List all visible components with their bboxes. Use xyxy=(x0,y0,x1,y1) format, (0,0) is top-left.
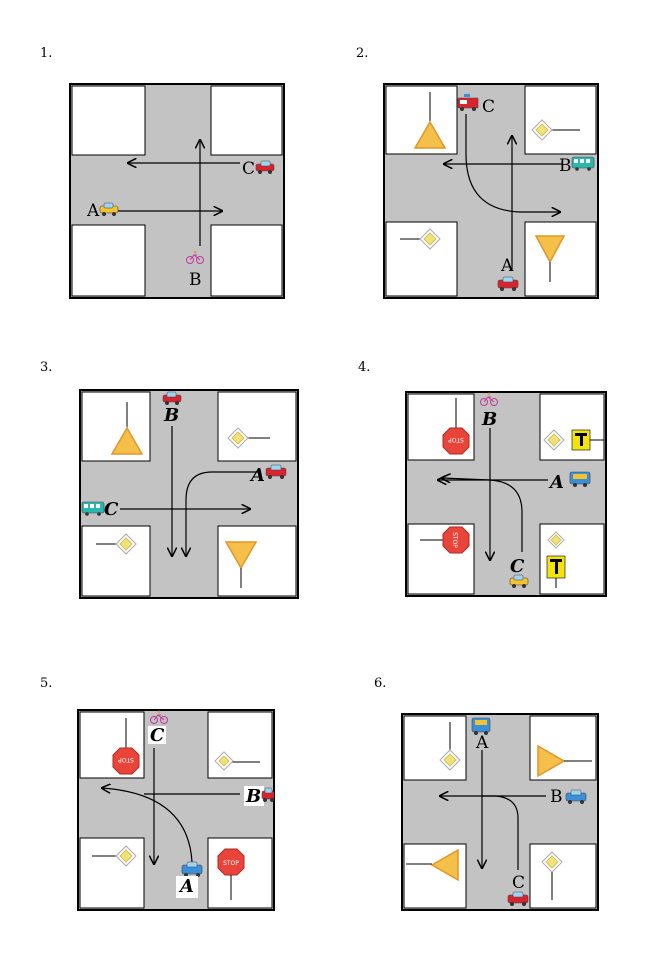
stop-sign-icon: STOP xyxy=(420,526,470,554)
bicycle-icon xyxy=(186,250,204,264)
yield-sign-icon xyxy=(406,848,459,882)
car-icon xyxy=(255,160,275,174)
yield-sign-icon xyxy=(413,92,447,149)
yield-sign-icon xyxy=(534,235,566,282)
label-c: C xyxy=(512,873,525,893)
label-c: C xyxy=(242,159,255,179)
bus-icon xyxy=(569,471,591,487)
priority-road-sign-icon xyxy=(96,533,137,555)
priority-road-sign-icon xyxy=(439,722,461,771)
label-a: A xyxy=(249,465,265,486)
yield-sign-icon xyxy=(110,402,144,455)
diagram-number-2: 2. xyxy=(356,46,369,61)
priority-road-sign-icon xyxy=(227,427,270,449)
label-a: A xyxy=(475,733,489,753)
priority-road-sign-icon xyxy=(400,228,441,250)
car-icon xyxy=(497,276,519,291)
intersection-diagram-3: B A C xyxy=(79,389,299,599)
label-c: C xyxy=(104,499,119,520)
tram-icon xyxy=(571,156,595,171)
label-a: A xyxy=(500,256,514,276)
path-arrow-a xyxy=(102,788,193,863)
intersection-diagram-4: STOP STOP B A C xyxy=(405,391,607,597)
label-c: C xyxy=(482,97,495,117)
car-icon xyxy=(162,391,182,405)
car-icon xyxy=(99,202,119,216)
label-b: B xyxy=(550,787,563,807)
priority-road-sign-icon xyxy=(214,751,260,771)
priority-road-sign-icon xyxy=(92,845,137,867)
stop-sign-icon: STOP xyxy=(112,718,140,775)
label-a: A xyxy=(548,472,564,493)
bicycle-icon xyxy=(480,392,498,406)
svg-text:STOP: STOP xyxy=(451,532,458,548)
car-icon xyxy=(565,789,587,804)
path-arrow-c xyxy=(482,795,519,870)
diagram-number-3: 3. xyxy=(40,360,53,375)
intersection-diagram-2: C B A xyxy=(383,83,599,299)
svg-text:STOP: STOP xyxy=(223,860,239,867)
priority-road-sign-icon xyxy=(547,531,565,549)
diagram-number-4: 4. xyxy=(358,360,371,375)
label-a: A xyxy=(86,201,100,221)
tram-stop-sign-icon xyxy=(571,429,604,451)
car-icon xyxy=(181,861,203,877)
label-b: B xyxy=(245,786,261,807)
intersection-diagram-6: A B C xyxy=(401,713,599,911)
tram-stop-sign-icon xyxy=(546,555,566,588)
label-b: B xyxy=(163,405,179,426)
intersection-diagram-5: STOP STOP C B A xyxy=(77,709,275,911)
stop-sign-icon: STOP xyxy=(442,398,470,455)
label-a: A xyxy=(178,876,194,897)
svg-text:STOP: STOP xyxy=(448,436,464,443)
priority-road-sign-icon xyxy=(541,851,563,900)
path-arrow-a xyxy=(186,471,258,556)
car-icon xyxy=(265,464,287,479)
diagram-number-5: 5. xyxy=(40,676,53,691)
label-c: C xyxy=(150,725,165,746)
label-b: B xyxy=(559,156,572,176)
yield-sign-icon xyxy=(537,744,592,778)
label-c: C xyxy=(510,556,525,577)
intersection-diagram-1: A C B xyxy=(69,83,285,299)
path-arrow-c xyxy=(465,114,560,212)
car-icon xyxy=(509,574,529,588)
label-b: B xyxy=(481,409,497,430)
diagram-number-1: 1. xyxy=(40,46,53,61)
yield-sign-icon xyxy=(224,541,258,588)
svg-text:STOP: STOP xyxy=(118,756,134,763)
car-icon xyxy=(507,891,529,906)
label-b: B xyxy=(189,270,202,290)
fire-truck-icon xyxy=(457,94,479,111)
tram-icon xyxy=(81,501,105,516)
car-icon xyxy=(261,787,275,802)
priority-road-sign-icon xyxy=(543,429,565,451)
priority-road-sign-icon xyxy=(531,119,580,141)
bicycle-icon xyxy=(150,710,168,724)
bus-icon xyxy=(471,717,491,735)
diagram-number-6: 6. xyxy=(374,676,387,691)
path-arrow-c xyxy=(442,478,523,552)
stop-sign-icon: STOP xyxy=(217,848,245,900)
